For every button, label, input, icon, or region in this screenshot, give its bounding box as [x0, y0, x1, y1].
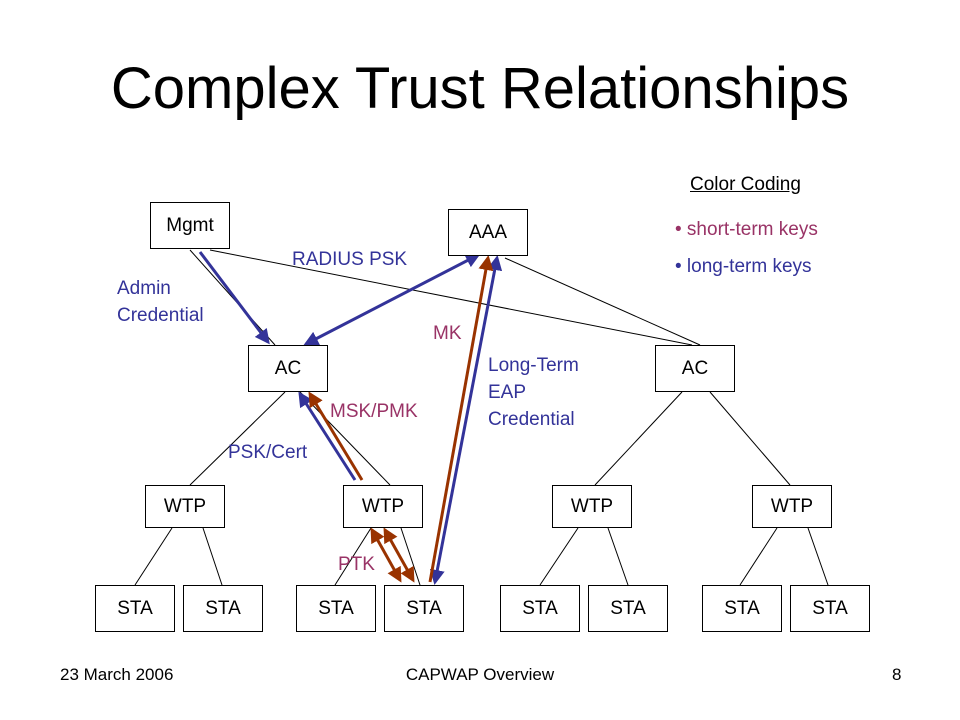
legend-long-term: • long-term keys — [675, 256, 812, 277]
line-aaa-ac-right — [504, 257, 701, 346]
arrow-msk-pmk — [308, 391, 364, 481]
legend-short-term: • short-term keys — [675, 219, 818, 240]
label-psk-cert: PSK/Cert — [228, 442, 308, 463]
arrow-mk — [428, 255, 494, 583]
node-sta: STA — [95, 585, 175, 632]
node-ac-left: AC — [248, 345, 328, 392]
node-sta: STA — [790, 585, 870, 632]
node-sta: STA — [384, 585, 464, 632]
arrow-psk-cert — [298, 391, 357, 481]
line-wtp1-sta2 — [202, 527, 223, 586]
footer-title: CAPWAP Overview — [405, 665, 555, 684]
line-ac-wtp1 — [189, 391, 286, 486]
node-aaa: AAA — [448, 209, 528, 256]
line-ac-wtp4 — [709, 391, 791, 486]
legend-title: Color Coding — [690, 174, 801, 195]
node-wtp: WTP — [752, 485, 832, 528]
node-wtp: WTP — [145, 485, 225, 528]
line-wtp3-sta5 — [539, 527, 579, 586]
line-wtp2-sta3 — [334, 527, 372, 586]
label-ptk: PTK — [338, 554, 375, 575]
node-sta: STA — [296, 585, 376, 632]
node-wtp: WTP — [552, 485, 632, 528]
arrow-admin-credential — [198, 251, 270, 345]
line-wtp3-sta6 — [607, 527, 629, 586]
arrow-ptk-1 — [370, 527, 402, 583]
line-ac-wtp3 — [594, 391, 683, 486]
label-mk: MK — [433, 323, 462, 344]
footer-date: 23 March 2006 — [60, 665, 174, 684]
line-wtp4-sta7 — [739, 527, 778, 586]
label-admin-credential: Admin Credential — [117, 278, 204, 326]
line-wtp4-sta8 — [807, 527, 829, 586]
node-sta: STA — [183, 585, 263, 632]
line-wtp1-sta1 — [134, 527, 173, 586]
node-sta: STA — [500, 585, 580, 632]
arrow-long-term-eap — [429, 255, 503, 585]
label-radius-psk: RADIUS PSK — [292, 249, 408, 270]
node-ac-right: AC — [655, 345, 735, 392]
node-sta: STA — [588, 585, 668, 632]
node-mgmt: Mgmt — [150, 202, 230, 249]
label-msk-pmk: MSK/PMK — [330, 401, 418, 422]
node-sta: STA — [702, 585, 782, 632]
slide-title: Complex Trust Relationships — [110, 56, 850, 121]
label-long-term-eap: Long-Term EAP Credential — [488, 355, 579, 430]
arrow-ptk-2 — [383, 527, 415, 583]
page-number: 8 — [892, 665, 902, 684]
node-wtp: WTP — [343, 485, 423, 528]
